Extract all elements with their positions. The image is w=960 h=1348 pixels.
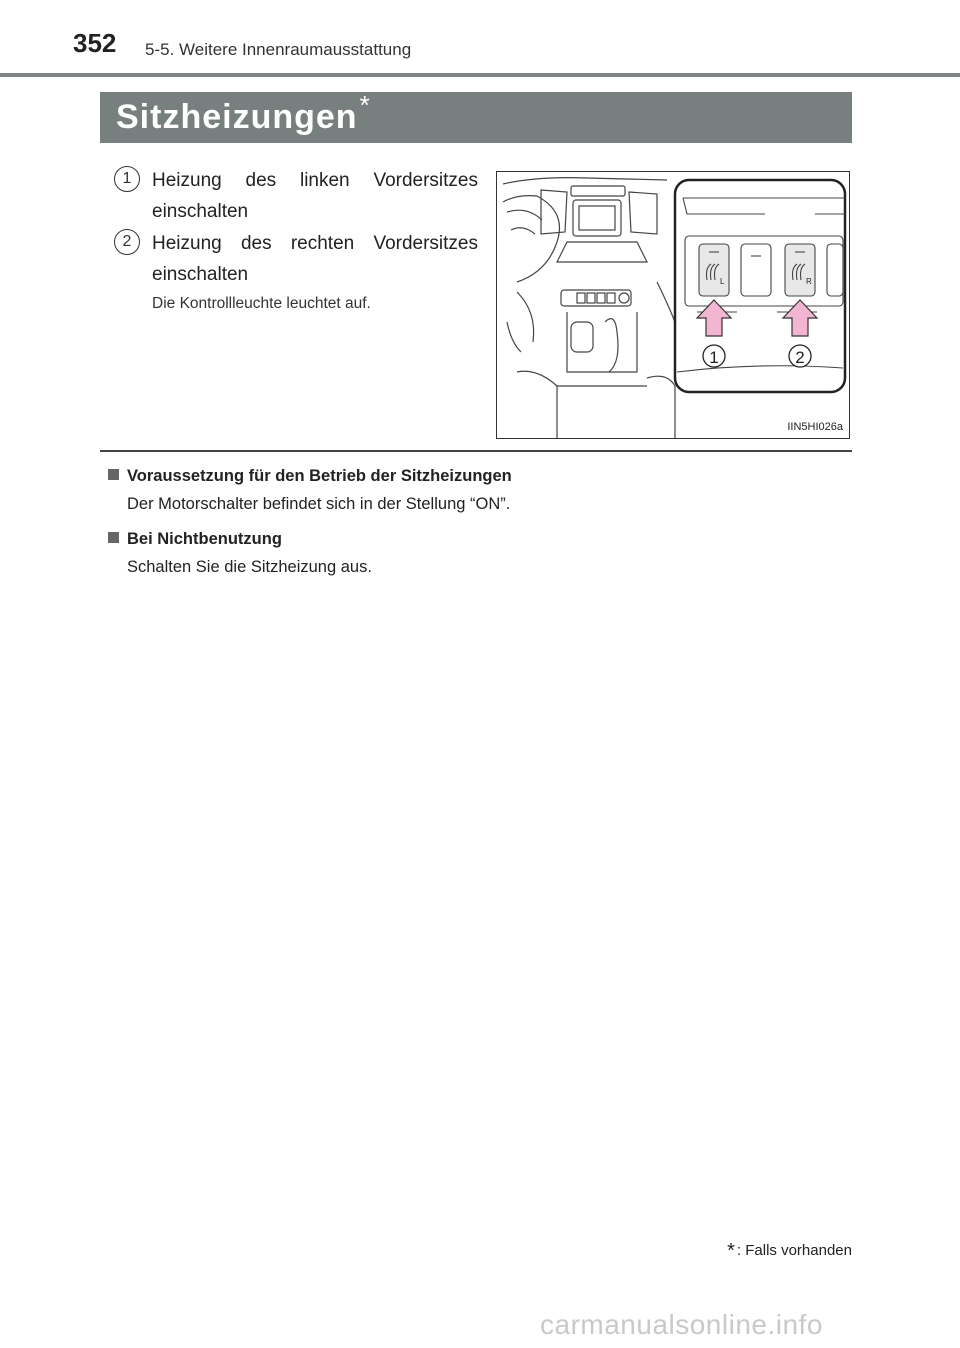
title-band: Sitzheizungen*: [100, 90, 852, 143]
page-number: 352: [73, 28, 117, 58]
info-item-body: Der Motorschalter befindet sich in der S…: [127, 495, 511, 513]
section-label: 5-5. Weitere Innenraumausstattung: [145, 40, 412, 59]
figure-code: IIN5HI026a: [787, 421, 843, 433]
step-1: 1 Heizung des linken Vordersitzes einsch…: [114, 165, 478, 227]
seat-heater-illustration: L R 1 2 IIN5HI026a: [496, 171, 850, 439]
step-1-text: Heizung des linken Vordersitzes einschal…: [152, 170, 478, 222]
left-arrow: [695, 299, 733, 337]
callout-2-label: 2: [795, 348, 804, 367]
footnote: *: Falls vorhanden: [727, 1238, 852, 1262]
callout-1-label: 1: [709, 348, 718, 367]
info-item-heading: Voraussetzung für den Betrieb der Sitzhe…: [127, 467, 512, 485]
header-rule: [0, 73, 960, 77]
info-item-heading: Bei Nichtbenutzung: [127, 530, 282, 548]
info-item-not-in-use: Bei Nichtbenutzung Schalten Sie die Sitz…: [108, 528, 848, 578]
step-2-number: 2: [114, 229, 140, 255]
watermark: carmanualsonline.info: [540, 1309, 823, 1340]
info-item-operation: Voraussetzung für den Betrieb der Sitzhe…: [108, 465, 848, 515]
right-switch-label: R: [806, 277, 812, 286]
square-bullet-icon: [108, 532, 119, 543]
step-1-number: 1: [114, 166, 140, 192]
asterisk-icon: *: [727, 1240, 735, 1262]
callout-1-circle: [702, 344, 726, 368]
title-asterisk: *: [359, 90, 370, 120]
page-title: Sitzheizungen: [116, 98, 358, 136]
square-bullet-icon: [108, 469, 119, 480]
footnote-text: : Falls vorhanden: [736, 1242, 852, 1259]
indicator-note: Die Kontrollleuchte leuchtet auf.: [152, 295, 371, 312]
right-arrow: [781, 299, 819, 337]
step-2: 2 Heizung des rechten Vordersitzes einsc…: [114, 228, 478, 290]
dashboard-drawing: L R 1 2: [502, 177, 847, 438]
callout-2-circle: [788, 344, 812, 368]
section-divider: [100, 450, 852, 452]
step-2-text: Heizung des rechten Vordersitzes einscha…: [152, 233, 478, 285]
left-switch-label: L: [720, 277, 725, 286]
info-item-body: Schalten Sie die Sitzheizung aus.: [127, 558, 372, 576]
